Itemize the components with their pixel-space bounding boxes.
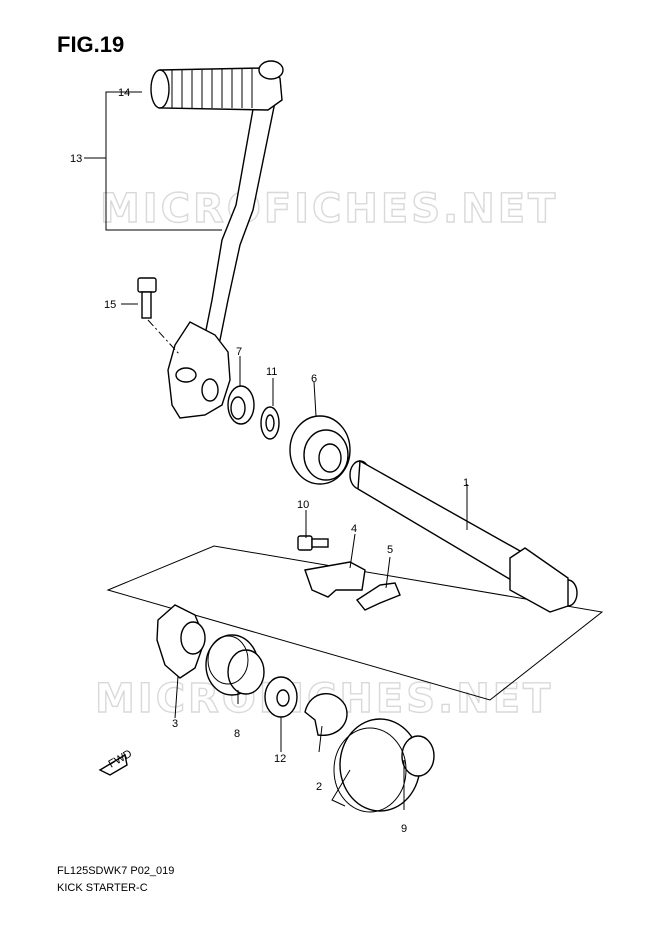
callout-15: 15 xyxy=(104,299,116,311)
gear-6-part xyxy=(289,415,351,485)
shaft-1-part xyxy=(349,459,578,613)
callout-13: 13 xyxy=(70,153,82,165)
bracket-13-14 xyxy=(84,91,222,231)
callout-7: 7 xyxy=(236,346,242,358)
callout-2: 2 xyxy=(316,781,322,793)
callout-1: 1 xyxy=(463,477,469,489)
watermark-top: MICROFICHES.NET xyxy=(100,186,558,232)
callout-9: 9 xyxy=(401,823,407,835)
spring-9-part xyxy=(331,718,435,813)
callout-3: 3 xyxy=(172,718,178,730)
callout-8: 8 xyxy=(234,728,240,740)
diagram-code: FL125SDWK7 P02_019 xyxy=(57,865,175,877)
callout-6: 6 xyxy=(311,373,317,385)
kick-lever-part xyxy=(150,60,284,419)
bolt-10-part xyxy=(297,535,329,551)
figure-title: FIG.19 xyxy=(57,32,125,57)
clip-2-part xyxy=(304,692,348,736)
assembly-plane-outline xyxy=(106,545,604,701)
callout-4: 4 xyxy=(351,523,357,535)
washer-11-part xyxy=(260,406,280,440)
diagram-name: KICK STARTER-C xyxy=(57,882,148,894)
gear-3-part xyxy=(156,604,206,679)
bolt-15-part xyxy=(137,277,181,356)
callout-10: 10 xyxy=(297,499,309,511)
callout-11: 11 xyxy=(266,366,277,378)
plate-4-part xyxy=(304,561,366,598)
fwd-indicator: FWD xyxy=(98,748,134,776)
washer-12-part xyxy=(264,676,298,718)
callout-14: 14 xyxy=(118,87,130,99)
callout-5: 5 xyxy=(387,544,393,556)
plate-5-part xyxy=(355,582,401,611)
callout-12: 12 xyxy=(274,753,286,765)
spring-8-part xyxy=(205,634,265,696)
leader-lines xyxy=(121,303,468,810)
seal-7-part xyxy=(227,385,255,425)
